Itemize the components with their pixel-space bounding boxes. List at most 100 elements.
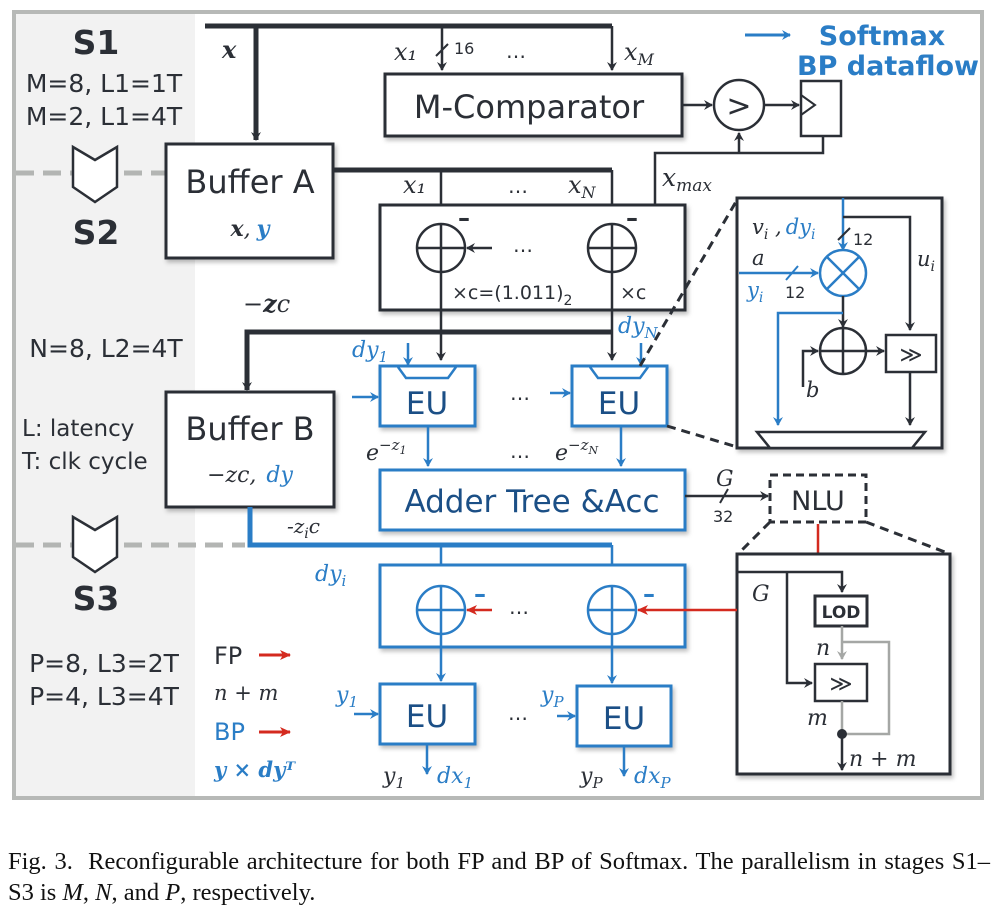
signal-x: x: [221, 35, 237, 64]
eu-label: EU: [406, 699, 448, 735]
nlu-block: [768, 473, 868, 524]
eu-signal-b: b: [806, 378, 819, 402]
plus-icon: [588, 586, 636, 634]
architecture-diagram: S1 M=8, L1=1T M=2, L1=4T S2 N=8, L2=4T L…: [12, 10, 984, 800]
buffer-b-label: Buffer B: [185, 410, 314, 448]
bus-width-32: 32: [713, 507, 733, 526]
eu-block-s2-n: [570, 364, 669, 428]
greater-than-icon: >: [726, 89, 751, 124]
signal-e-z1: e−z1: [366, 436, 407, 466]
m-comparator-label: M-Comparator: [414, 88, 645, 126]
nlu-label: NLU: [791, 486, 845, 517]
adder-tree-block: [378, 468, 687, 532]
scale-label: ×c: [620, 282, 646, 304]
signal-dyi: dyi: [315, 562, 347, 590]
signal-e-zN: e−zN: [555, 436, 599, 466]
minus-sign: –: [643, 580, 655, 608]
signal-y1-in: y1: [335, 683, 358, 711]
multiply-icon: [826, 256, 860, 290]
caption-text: Reconfigurable architecture for both FP …: [8, 848, 991, 906]
lod-label: LOD: [822, 603, 861, 623]
nlu-signal-n-plus-m: n + m: [849, 747, 916, 772]
mux-icon: [588, 366, 650, 380]
eu-block-s2-1: [378, 364, 477, 428]
caption-N: N: [95, 879, 112, 906]
mode-bp-expression: y × dyᵀ: [213, 757, 296, 782]
output-mux: [754, 430, 928, 450]
G-to-lod: [737, 570, 847, 593]
adder-tree-label: Adder Tree &Acc: [404, 484, 659, 520]
signal-dyN: dyN: [618, 314, 659, 342]
ellipsis: …: [510, 439, 530, 463]
signal-x1-s2: x₁: [403, 171, 426, 199]
signal-neg-zic: -zic: [287, 514, 320, 542]
outer-frame: [12, 10, 984, 800]
signal-dy1: dy1: [352, 338, 388, 366]
caption-sep: , and: [111, 879, 166, 906]
ui-to-shifter: [843, 215, 915, 331]
bus-width-16: 16: [454, 39, 474, 58]
nlu-zoom-line: [865, 520, 951, 556]
note-latency: L: latency: [22, 416, 134, 442]
max-register: [799, 79, 843, 138]
nlu-signal-m: m: [807, 706, 828, 731]
caption-tail: , respectively.: [180, 879, 316, 906]
bp-bypass-to-mux: [773, 311, 843, 426]
plus-icon: [820, 328, 866, 374]
bus-width-tick: [719, 488, 729, 504]
note-clock: T: clk cycle: [21, 449, 148, 475]
buffer-a-label: Buffer A: [185, 163, 314, 201]
shift-right-icon: ≫: [899, 343, 922, 368]
eu-signal-vi-dyi: vi ,dyi: [752, 215, 816, 243]
ellipsis: …: [508, 701, 528, 725]
signal-y1-out: y1: [382, 764, 405, 792]
minus-sign: –: [458, 204, 470, 232]
scale-constant-label: ×c=(1.011)2: [452, 282, 572, 309]
mode-fp-expression: n + m: [214, 681, 278, 705]
plus-icon: [588, 224, 636, 272]
nlu-zoom-line: [736, 520, 772, 556]
ellipsis: …: [508, 174, 528, 198]
signal-dx1: dx1: [437, 764, 473, 792]
figure-caption: Fig. 3. Reconfigurable architecture for …: [8, 846, 990, 908]
shift-right-icon: ≫: [829, 672, 852, 697]
stage-chevron-icon: [71, 144, 119, 204]
signal-G: G: [716, 467, 734, 492]
nlu-shifter-block: [813, 662, 869, 703]
clock-icon: [800, 94, 817, 116]
caption-sep: ,: [82, 879, 96, 906]
caption-fig-number: Fig. 3.: [8, 848, 73, 875]
caption-M: M: [62, 879, 83, 906]
ellipsis: …: [506, 39, 526, 63]
nlu-signal-G: G: [752, 582, 770, 607]
stage-s3-config: P=8, L3=2T: [29, 649, 180, 678]
signal-yP-in: yP: [540, 683, 564, 711]
b-to-adder: [801, 346, 819, 387]
mode-fp-label: FP: [214, 642, 242, 670]
bus-width-12: 12: [853, 230, 873, 249]
caption-P: P: [165, 879, 181, 906]
signal-xN: xN: [568, 171, 597, 202]
eu-block-s3-p: [575, 684, 673, 748]
legend-title: BP dataflow: [797, 51, 979, 82]
legend-title: Softmax: [819, 21, 945, 52]
zc-to-buffer-b: [242, 329, 612, 391]
buffer-b-block: [164, 390, 336, 509]
ellipsis: …: [509, 595, 529, 619]
mux-icon: [396, 366, 458, 380]
eu-zoom-line: [638, 199, 739, 367]
stage-s2-config: N=8, L2=4T: [29, 334, 183, 363]
signal-neg-zc: −zc: [243, 289, 290, 318]
bus-width-tick: [785, 265, 799, 281]
eu-signal-a: a: [752, 246, 765, 270]
signal-yP-out: yP: [579, 764, 603, 792]
buffer-b-contents: −zc,dy: [207, 463, 293, 488]
mode-bp-label: BP: [214, 718, 245, 746]
xmax-feedback: [739, 136, 825, 155]
stage-chevron-icon: [71, 514, 119, 574]
signal-xM: xM: [624, 38, 655, 69]
stage-s1-label: S1: [73, 23, 120, 62]
bus-width-tick: [837, 227, 851, 241]
signal-dxP: dxP: [634, 764, 672, 792]
plus-icon: [417, 224, 465, 272]
